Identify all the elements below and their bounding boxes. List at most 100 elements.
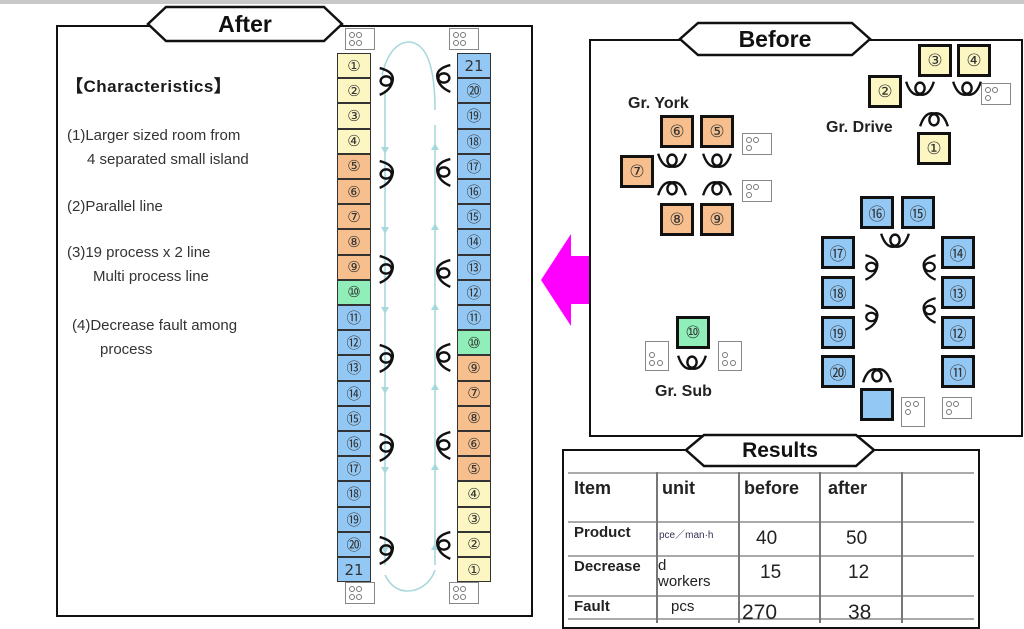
workstation-icon [449, 582, 479, 604]
header-after: after [828, 478, 868, 498]
process-cell: ⑨ [457, 355, 491, 381]
process-cell: ⑤ [457, 456, 491, 482]
process-cell: ⑨ [337, 254, 371, 280]
operator-icon [903, 78, 937, 102]
process-cell: ② [337, 78, 371, 104]
table-divider [901, 472, 903, 623]
row-fault-item: Fault [574, 598, 610, 615]
process-cell: ⑫ [457, 279, 491, 305]
characteristics-title: 【Characteristics】 [66, 77, 232, 96]
process-cell: ⑧ [457, 405, 491, 431]
process-cell: ⑱ [457, 128, 491, 154]
characteristic-1: (1)Larger sized room from 4 separated sm… [67, 124, 249, 172]
process-cell: ⑥ [337, 179, 371, 205]
process-cell: ⑥ [457, 431, 491, 457]
process-cell: ④ [957, 44, 991, 77]
workstation-icon [942, 397, 972, 419]
header-unit: unit [662, 478, 695, 498]
process-cell: ① [337, 53, 371, 79]
operator-icon [672, 352, 712, 376]
characteristic-3-line2: Multi process line [93, 268, 209, 285]
flow-arrows [381, 41, 439, 592]
process-cell: ⑫ [941, 316, 975, 349]
operator-icon [430, 155, 454, 189]
operator-icon [430, 528, 454, 562]
header-before: before [744, 478, 800, 498]
process-cell-unlabeled [860, 388, 894, 421]
table-divider [568, 472, 974, 474]
process-cell: ② [868, 75, 902, 108]
row-product-after: 50 [846, 528, 868, 549]
table-divider [568, 618, 974, 620]
operator-icon [376, 252, 400, 286]
process-cell: ⑭ [337, 380, 371, 406]
operator-icon [376, 430, 400, 464]
row-product-unit: pce／man·h [659, 530, 714, 541]
process-cell: ⑦ [337, 204, 371, 230]
after-title: After [146, 5, 344, 43]
process-cell: ② [457, 531, 491, 557]
process-cell: ⑪ [337, 305, 371, 331]
process-cell: ⑮ [337, 405, 371, 431]
operator-icon [917, 250, 939, 284]
workstation-icon [981, 83, 1011, 105]
workstation-icon [901, 397, 925, 427]
before-title-text: Before [738, 25, 812, 52]
row-decrease-unit: d workers [658, 557, 711, 590]
process-cell: ④ [457, 481, 491, 507]
group-label-drive: Gr. Drive [826, 119, 893, 136]
table-divider [568, 555, 974, 557]
process-cell: ⑤ [337, 153, 371, 179]
operator-icon [655, 175, 689, 199]
process-cell: ⑮ [457, 204, 491, 230]
workstation-icon [742, 133, 772, 155]
operator-icon [430, 340, 454, 374]
operator-icon [860, 362, 894, 386]
characteristic-1-line1: (1)Larger sized room from [67, 127, 241, 144]
before-title: Before [678, 21, 872, 57]
process-cell: ⑱ [337, 481, 371, 507]
process-cell: ⑬ [941, 276, 975, 309]
table-divider [738, 472, 740, 623]
process-cell: ⑲ [457, 103, 491, 129]
table-divider [568, 595, 974, 597]
process-cell: ⑨ [700, 203, 734, 236]
process-cell: ⑪ [941, 355, 975, 388]
process-cell: ⑭ [941, 236, 975, 269]
operator-icon [430, 61, 454, 95]
row-fault-unit: pcs [671, 598, 695, 615]
process-cell: ⑦ [620, 155, 654, 188]
results-title: Results [684, 433, 876, 468]
process-cell: ⑧ [660, 203, 694, 236]
process-cell: ⑤ [700, 115, 734, 148]
characteristic-2-line1: (2)Parallel line [67, 198, 163, 215]
process-cell: ④ [337, 128, 371, 154]
process-cell: ⑱ [821, 276, 855, 309]
operator-icon [655, 150, 689, 174]
process-cell: ③ [918, 44, 952, 77]
operator-icon [862, 300, 884, 334]
characteristic-2: (2)Parallel line [67, 195, 163, 219]
operator-icon [376, 157, 400, 191]
process-cell: ③ [337, 103, 371, 129]
process-cell: ⑰ [457, 153, 491, 179]
process-cell: ⑳ [821, 355, 855, 388]
row-product-before: 40 [756, 528, 778, 549]
process-cell: ⑯ [457, 179, 491, 205]
operator-icon [917, 293, 939, 327]
process-cell: ① [917, 132, 951, 165]
process-cell: 21 [337, 557, 371, 583]
characteristic-1-line2: 4 separated small island [87, 151, 249, 168]
characteristic-3-line1: (3)19 process x 2 line [67, 244, 211, 261]
process-cell: 21 [457, 53, 491, 79]
process-cell: ⑩ [337, 279, 371, 305]
workstation-icon [345, 28, 375, 50]
process-cell: ⑲ [337, 506, 371, 532]
after-panel [56, 25, 533, 617]
operator-icon [917, 106, 951, 130]
characteristic-4: (4)Decrease fault among process [72, 314, 237, 362]
row-decrease-after: 12 [848, 562, 870, 583]
group-label-sub: Gr. Sub [655, 383, 712, 400]
process-cell: ⑯ [860, 196, 894, 229]
process-cell: ⑩ [457, 330, 491, 356]
